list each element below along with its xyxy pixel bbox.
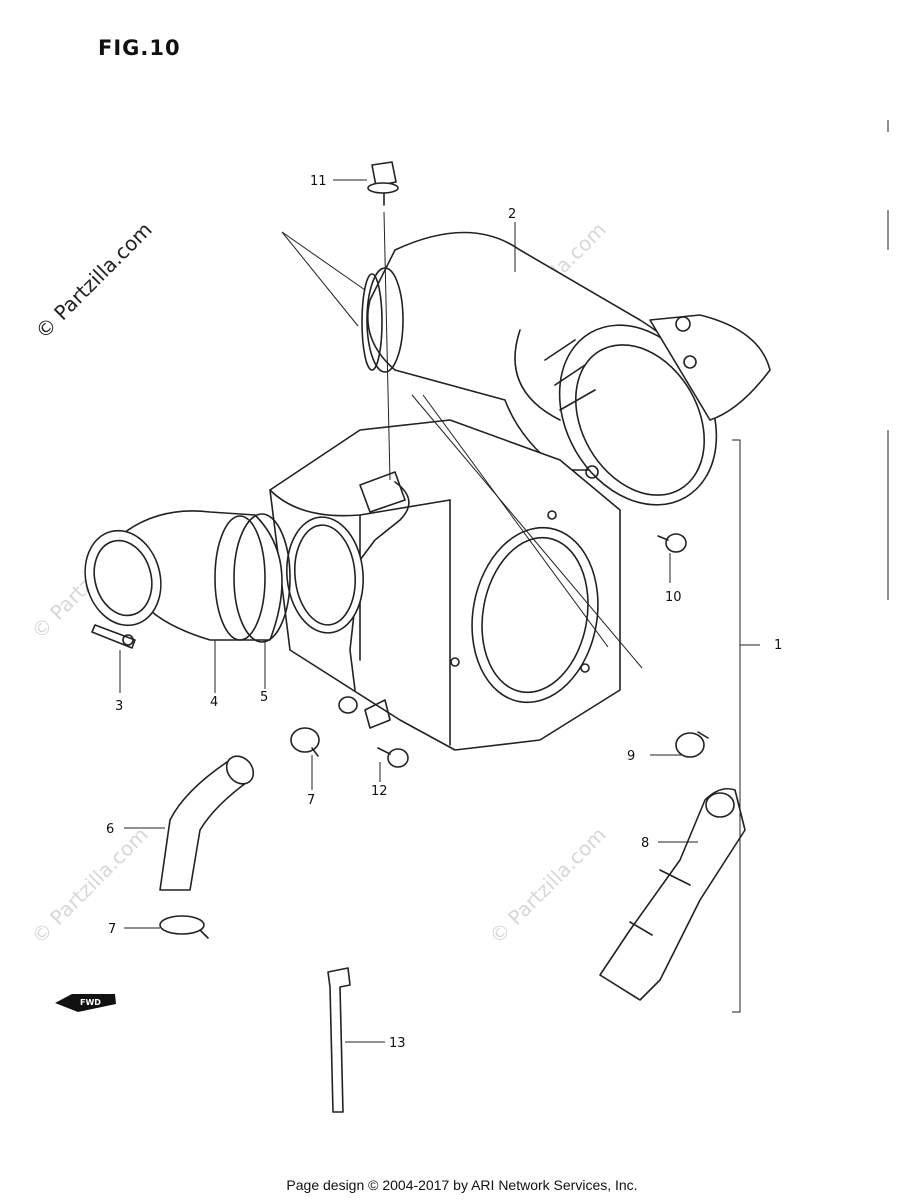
callout-5: 5 [260,690,268,705]
part-7-clamps [159,727,320,939]
callout-7: 7 [108,922,116,937]
watermark-faded: © Partzilla.com [485,822,611,948]
watermark-main: © Partzilla.com [31,217,157,343]
callout-4: 4 [210,695,218,710]
fwd-marker: FWD [55,994,116,1012]
callout-3: 3 [115,699,123,714]
callout-13: 13 [389,1036,406,1051]
part-13-strap [327,967,351,1113]
part-12-screw [377,747,409,768]
part-5-seal [286,516,364,634]
callout-10: 10 [665,590,682,605]
callout-1: 1 [774,638,782,653]
part-11-bolt [367,161,399,481]
fwd-label: FWD [80,998,101,1007]
callout-8: 8 [641,836,649,851]
part-1-case [269,419,621,751]
part-4-boot [84,510,291,643]
callout-11: 11 [310,174,327,189]
part-3-clamp [91,624,136,649]
callout-7: 7 [307,793,315,808]
part-9-clamp [675,731,709,758]
watermark-faded: © Partzilla.com [27,822,153,948]
callout-12: 12 [371,784,388,799]
part-10-screw [657,533,687,553]
leader-lines [119,179,760,1043]
part-8-hose [599,787,746,1001]
callout-9: 9 [627,749,635,764]
page-footer: Page design © 2004-2017 by ARI Network S… [286,1177,638,1193]
part-6-hose [159,755,255,891]
callout-6: 6 [106,822,114,837]
figure-title: FIG.10 [98,36,181,60]
callout-labels: 1 2 3 4 5 6 7 7 8 9 10 11 12 13 [106,174,782,1051]
part-2-cover [361,231,771,506]
callout-2: 2 [508,207,516,222]
